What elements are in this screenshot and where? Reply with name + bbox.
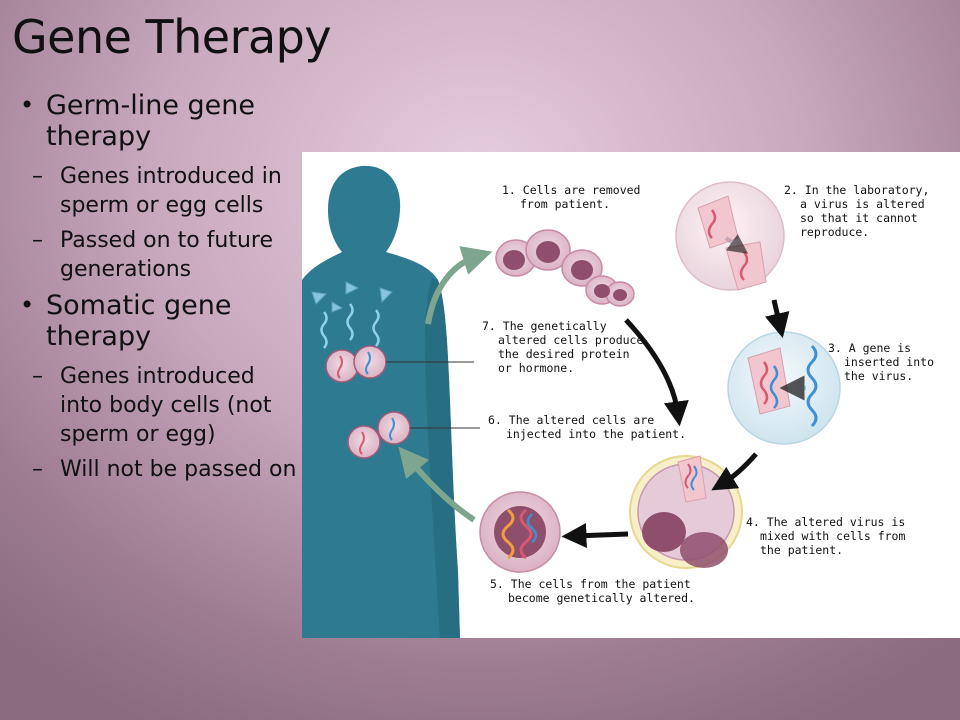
svg-text:1. Cells are removed: 1. Cells are removed [502,183,640,197]
svg-text:a virus is altered: a virus is altered [800,197,925,211]
arm-shading [424,278,460,638]
arrow-4-to-5 [561,523,629,549]
arrow-3-to-4 [711,452,758,491]
bullet-text: Germ-line gene therapy [46,90,255,152]
green-arrow-out [425,246,493,325]
altered-cells-in-body-upper [325,345,387,383]
step-7-caption: 7. The genetically altered cells produce… [482,319,643,375]
svg-text:become genetically altered.: become genetically altered. [508,591,695,605]
arrow-2-to-3 [765,299,790,339]
germline-subpoints: –Genes introduced in sperm or egg cells … [18,162,298,284]
subbullet: –Passed on to future generations [32,228,274,282]
subbullet-text: Passed on to future generations [60,228,274,282]
step-3-caption: 3. A gene is inserted into the virus. [828,341,934,383]
gene-therapy-diagram: 1. Cells are removed from patient. 2. In… [302,152,960,638]
subbullet-text: Genes introduced into body cells (not sp… [60,364,272,447]
step-5-caption: 5. The cells from the patient become gen… [490,577,695,605]
svg-text:mixed with cells from: mixed with cells from [760,529,905,543]
svg-text:2. In the laboratory,: 2. In the laboratory, [784,183,929,197]
svg-text:reproduce.: reproduce. [800,225,869,239]
bullet-text: Somatic gene therapy [46,290,232,352]
somatic-subpoints: –Genes introduced into body cells (not s… [18,362,298,484]
bullet-dot: • [20,291,35,319]
svg-text:from patient.: from patient. [520,197,610,211]
virus-bubble [675,181,785,291]
arrow-1-to-6 [624,318,689,427]
step-1-caption: 1. Cells are removed from patient. [502,183,640,211]
removed-cells [495,229,635,307]
svg-text:injected into the patient.: injected into the patient. [506,427,686,441]
bullet-dot: • [20,91,35,119]
svg-text:the virus.: the virus. [844,369,913,383]
svg-text:inserted into: inserted into [844,355,934,369]
svg-text:the desired protein: the desired protein [498,347,630,361]
svg-text:5. The cells from the patient: 5. The cells from the patient [490,577,691,591]
virus-with-gene-bubble [727,331,841,445]
svg-text:the patient.: the patient. [760,543,843,557]
subbullet-text: Genes introduced in sperm or egg cells [60,164,282,218]
protein-triangles [311,281,393,313]
subbullet-text: Will not be passed on [60,457,297,482]
slide-title: Gene Therapy [12,10,332,64]
step-2-caption: 2. In the laboratory, a virus is altered… [784,183,929,239]
svg-text:altered cells produce: altered cells produce [498,333,643,347]
svg-text:4. The altered virus is: 4. The altered virus is [746,515,905,529]
bullet-somatic: • Somatic gene therapy [18,290,298,352]
altered-cells-in-body-lower [347,411,411,459]
step-4-caption: 4. The altered virus is mixed with cells… [746,515,905,557]
svg-text:7. The genetically: 7. The genetically [482,319,607,333]
svg-text:3. A gene is: 3. A gene is [828,341,911,355]
subbullet: –Genes introduced in sperm or egg cells [32,164,282,218]
svg-text:6. The altered cells are: 6. The altered cells are [488,413,654,427]
subbullet: –Will not be passed on [32,457,297,482]
mixing-cell [629,455,743,569]
svg-text:so that it cannot: so that it cannot [800,211,918,225]
human-silhouette [302,165,460,638]
altered-cell [479,491,561,573]
hormone-squiggles [320,303,380,349]
bullet-germline: • Germ-line gene therapy [18,90,298,152]
green-arrow-in [398,446,476,523]
bullet-list: • Germ-line gene therapy –Genes introduc… [18,90,298,490]
diagram-svg: 1. Cells are removed from patient. 2. In… [302,165,934,638]
subbullet: –Genes introduced into body cells (not s… [32,364,272,447]
step-6-caption: 6. The altered cells are injected into t… [488,413,686,441]
svg-text:or hormone.: or hormone. [498,361,574,375]
